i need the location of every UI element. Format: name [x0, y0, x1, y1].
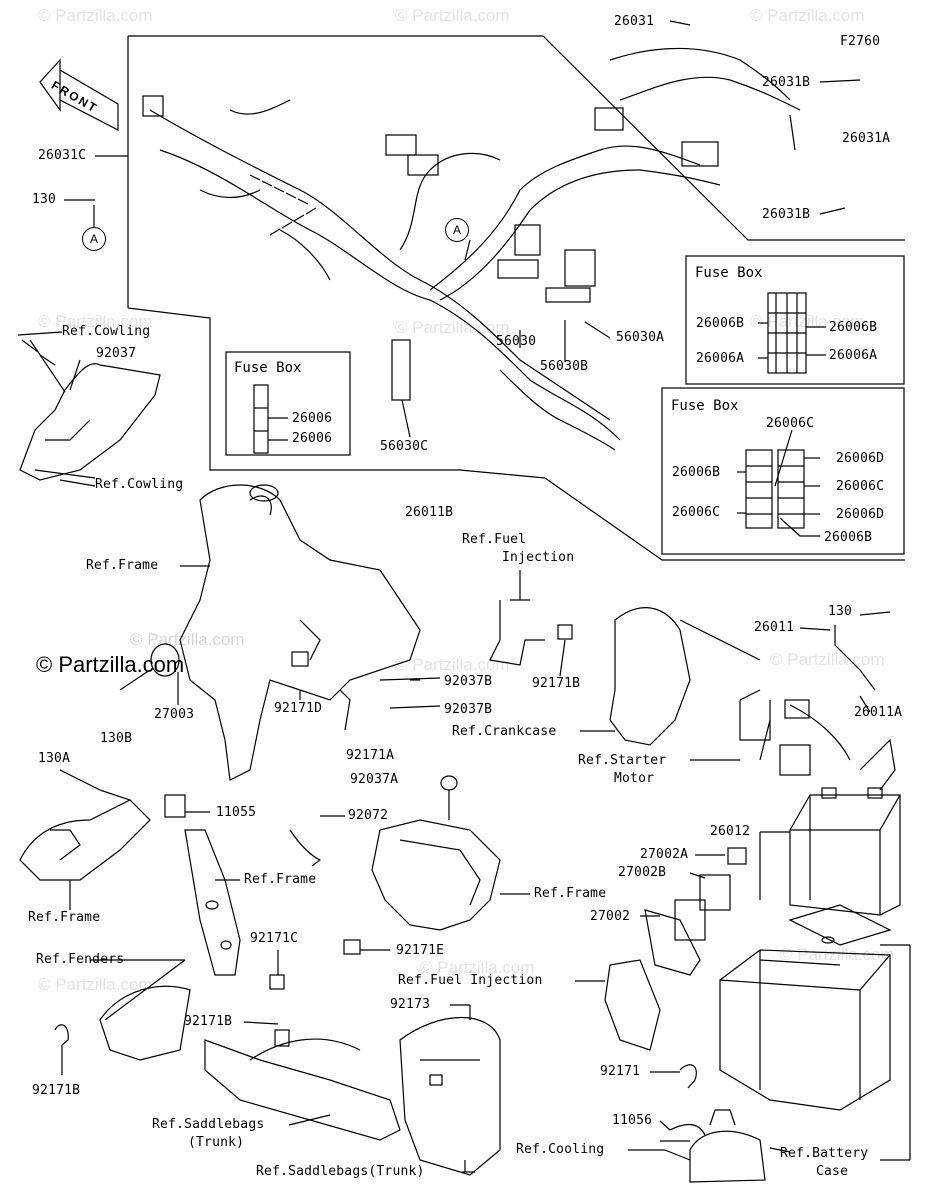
part-label: 11055 — [216, 805, 257, 820]
watermark: © Partzilla.com — [395, 6, 510, 25]
reference-label: Motor — [614, 771, 655, 786]
part-label: 92037B — [444, 674, 493, 689]
reference-label: Ref.Frame — [244, 872, 317, 887]
part-label: 26031B — [762, 75, 811, 90]
watermark: © Partzilla.com — [130, 630, 245, 649]
part-label: 92171B — [32, 1083, 81, 1098]
part-label: 92171 — [600, 1064, 641, 1079]
part-label: 56030A — [616, 330, 665, 345]
reference-label: Case — [816, 1164, 849, 1179]
part-label: 56030B — [540, 359, 589, 374]
part-label: 92171A — [346, 748, 395, 763]
watermark: © Partzilla.com — [780, 945, 895, 964]
part-label: 27003 — [154, 707, 195, 722]
reference-label: Ref.Fuel — [462, 532, 527, 547]
part-label: 26011 — [754, 620, 795, 635]
callout-a-left: A — [82, 227, 106, 251]
part-label: 92171B — [532, 676, 581, 691]
watermark: © Partzilla.com — [38, 6, 153, 25]
reference-label: Ref.Saddlebags(Trunk) — [256, 1164, 425, 1179]
part-label: 92072 — [348, 808, 389, 823]
fuse-label: 26006C — [836, 479, 885, 494]
reference-label: Ref.Cowling — [62, 324, 151, 339]
part-label: 92037A — [350, 772, 399, 787]
fuse-label: 26006B — [824, 530, 873, 545]
part-label: 11056 — [612, 1113, 653, 1128]
part-label: 130 — [32, 192, 57, 207]
part-label: 130 — [828, 604, 853, 619]
part-label: 130B — [100, 731, 133, 746]
fuse-label: 26006D — [836, 451, 885, 466]
part-label: 92171C — [250, 931, 299, 946]
part-label: 26031 — [614, 14, 655, 29]
part-label: 27002A — [640, 847, 689, 862]
fuse-box-title-3: Fuse Box — [671, 398, 739, 414]
main-watermark: © Partzilla.com — [36, 652, 185, 677]
reference-label: Ref.Battery — [780, 1146, 869, 1161]
watermark: © Partzilla.com — [750, 312, 865, 331]
part-label: 27002 — [590, 909, 631, 924]
part-label: 26031B — [762, 207, 811, 222]
fuse-label: 26006 — [292, 431, 333, 446]
part-label: 92037 — [96, 346, 137, 361]
fuse-label: 26006 — [292, 411, 333, 426]
reference-label: Ref.Saddlebags — [152, 1117, 265, 1132]
fuse-label: 26006C — [672, 505, 721, 520]
reference-label: Ref.Crankcase — [452, 724, 557, 739]
reference-label: Ref.Fuel Injection — [398, 973, 543, 988]
watermark: © Partzilla.com — [750, 6, 865, 25]
callout-a-center: A — [445, 218, 469, 242]
reference-label: Ref.Cowling — [95, 477, 184, 492]
fuse-box-title-2: Fuse Box — [695, 265, 763, 281]
part-label: 130A — [38, 751, 71, 766]
part-label: 92171E — [396, 943, 445, 958]
fuse-label: 26006D — [836, 507, 885, 522]
part-label: 92037B — [444, 702, 493, 717]
watermark: © Partzilla.com — [395, 655, 510, 674]
fuse-box-title-1: Fuse Box — [234, 360, 302, 376]
reference-label: (Trunk) — [188, 1135, 245, 1150]
part-label: 26031C — [38, 148, 87, 163]
fuse-label: 26006C — [766, 416, 815, 431]
reference-label: Ref.Frame — [86, 558, 159, 573]
reference-label: Ref.Frame — [28, 910, 101, 925]
watermark: © Partzilla.com — [420, 958, 535, 977]
reference-label: Ref.Cooling — [516, 1142, 605, 1157]
reference-label: Injection — [502, 550, 575, 565]
fuse-label: 26006B — [696, 316, 745, 331]
part-label: 26011A — [854, 705, 903, 720]
watermark: © Partzilla.com — [38, 312, 153, 331]
part-label: 56030C — [380, 439, 429, 454]
part-label: 56030 — [496, 334, 537, 349]
part-label: 27002B — [618, 865, 667, 880]
fuse-label: 26006A — [829, 348, 878, 363]
fuse-label: 26006B — [829, 320, 878, 335]
watermark: © Partzilla.com — [38, 975, 153, 994]
reference-label: Ref.Frame — [534, 886, 607, 901]
part-label: 92173 — [390, 997, 431, 1012]
fuse-label: 26006A — [696, 351, 745, 366]
part-label: 92171D — [274, 701, 323, 716]
part-label: 92171B — [184, 1014, 233, 1029]
part-label: 26031A — [842, 131, 891, 146]
reference-label: Ref.Fenders — [36, 952, 125, 967]
fuse-label: 26006B — [672, 465, 721, 480]
part-label: 26012 — [710, 824, 751, 839]
reference-label: Ref.Starter — [578, 753, 667, 768]
part-label: 26011B — [405, 505, 454, 520]
watermark: © Partzilla.com — [770, 650, 885, 669]
part-label: F2760 — [840, 34, 881, 49]
